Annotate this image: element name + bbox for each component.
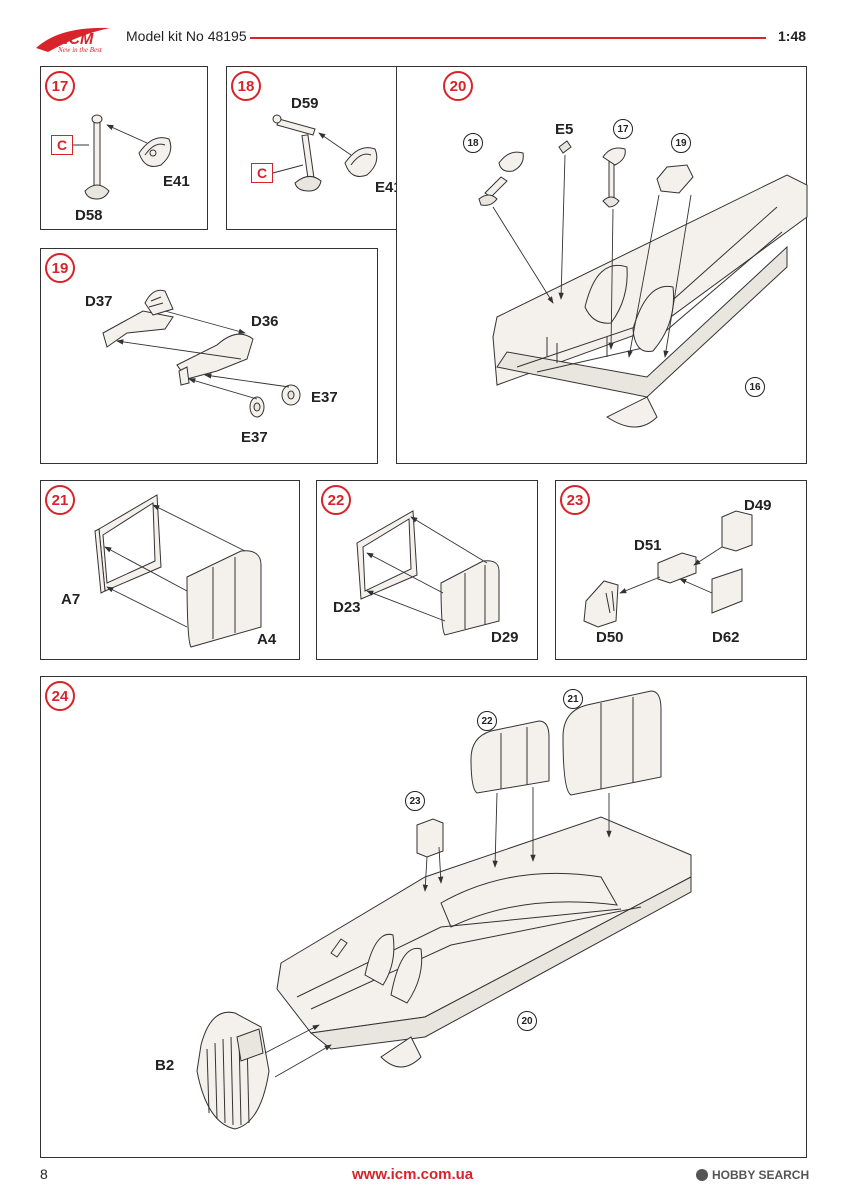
part-E37: E37	[311, 389, 338, 406]
watermark-text: HOBBY SEARCH	[712, 1168, 810, 1182]
c-tag: C	[251, 163, 273, 183]
part-D36: D36	[251, 313, 279, 330]
ref-step-22: 22	[477, 711, 497, 731]
icm-logo: ICM	[36, 27, 110, 52]
ref-step-18: 18	[463, 133, 483, 153]
part-D29: D29	[491, 629, 519, 646]
step-18-number: 18	[231, 71, 261, 101]
part-D23: D23	[333, 599, 361, 616]
ref-step-23: 23	[405, 791, 425, 811]
step-22-drawing	[356, 510, 500, 636]
part-D62: D62	[712, 629, 740, 646]
step-21-panel: 21 A7 A4	[40, 480, 300, 660]
part-D51: D51	[634, 537, 662, 554]
part-D50: D50	[596, 629, 624, 646]
part-E37-second: E37	[241, 429, 268, 446]
part-A4: A4	[257, 631, 277, 648]
step-20-number: 20	[443, 71, 473, 101]
part-D59: D59	[291, 95, 319, 112]
step-20-panel: 20 18 E5 17 19 16	[396, 66, 808, 464]
part-D58: D58	[75, 207, 103, 224]
part-E41: E41	[163, 173, 190, 190]
step-24-number: 24	[45, 681, 75, 711]
step-18-drawing	[272, 114, 378, 192]
step-21-drawing	[94, 494, 262, 648]
step-17-drawing	[73, 114, 172, 200]
ref-step-19: 19	[671, 133, 691, 153]
watermark: HOBBY SEARCH	[696, 1168, 809, 1182]
step-19-drawing	[102, 289, 301, 418]
step-17-panel: 17 C D58 E41	[40, 66, 208, 230]
footer-url[interactable]: www.icm.com.ua	[352, 1166, 474, 1183]
page-number: 8	[40, 1166, 48, 1182]
ref-step-21: 21	[563, 689, 583, 709]
step-24-drawing	[196, 690, 692, 1130]
step-22-panel: 22 D23 D29	[316, 480, 538, 660]
ref-step-20: 20	[517, 1011, 537, 1031]
step-23-panel: 23 D49 D51 D50 D62	[555, 480, 807, 660]
part-E5: E5	[555, 121, 574, 138]
step-22-number: 22	[321, 485, 351, 515]
scale-label: 1:48	[778, 28, 807, 44]
ref-step-17: 17	[613, 119, 633, 139]
logo-tagline: New in the Best	[58, 46, 102, 54]
ref-step-16: 16	[745, 377, 765, 397]
header-rule	[250, 37, 766, 39]
logo-text: ICM	[64, 31, 94, 48]
step-20-drawing	[478, 140, 808, 428]
watermark-icon	[696, 1169, 708, 1181]
part-E41: E41	[375, 179, 402, 196]
step-18-panel: 18 D59 C E41	[226, 66, 402, 230]
part-D49: D49	[744, 497, 772, 514]
step-21-number: 21	[45, 485, 75, 515]
header-title: Model kit No 48195	[126, 28, 247, 44]
step-19-number: 19	[45, 253, 75, 283]
step-17-number: 17	[45, 71, 75, 101]
part-D37: D37	[85, 293, 113, 310]
step-23-drawing	[583, 510, 753, 628]
part-B2: B2	[155, 1057, 175, 1074]
step-19-panel: 19 D37 D36 E37 E37	[40, 248, 378, 464]
step-23-number: 23	[560, 485, 590, 515]
c-tag: C	[51, 135, 73, 155]
part-A7: A7	[61, 591, 81, 608]
step-24-panel: 24 22 21 23 20 B2	[40, 676, 807, 1158]
